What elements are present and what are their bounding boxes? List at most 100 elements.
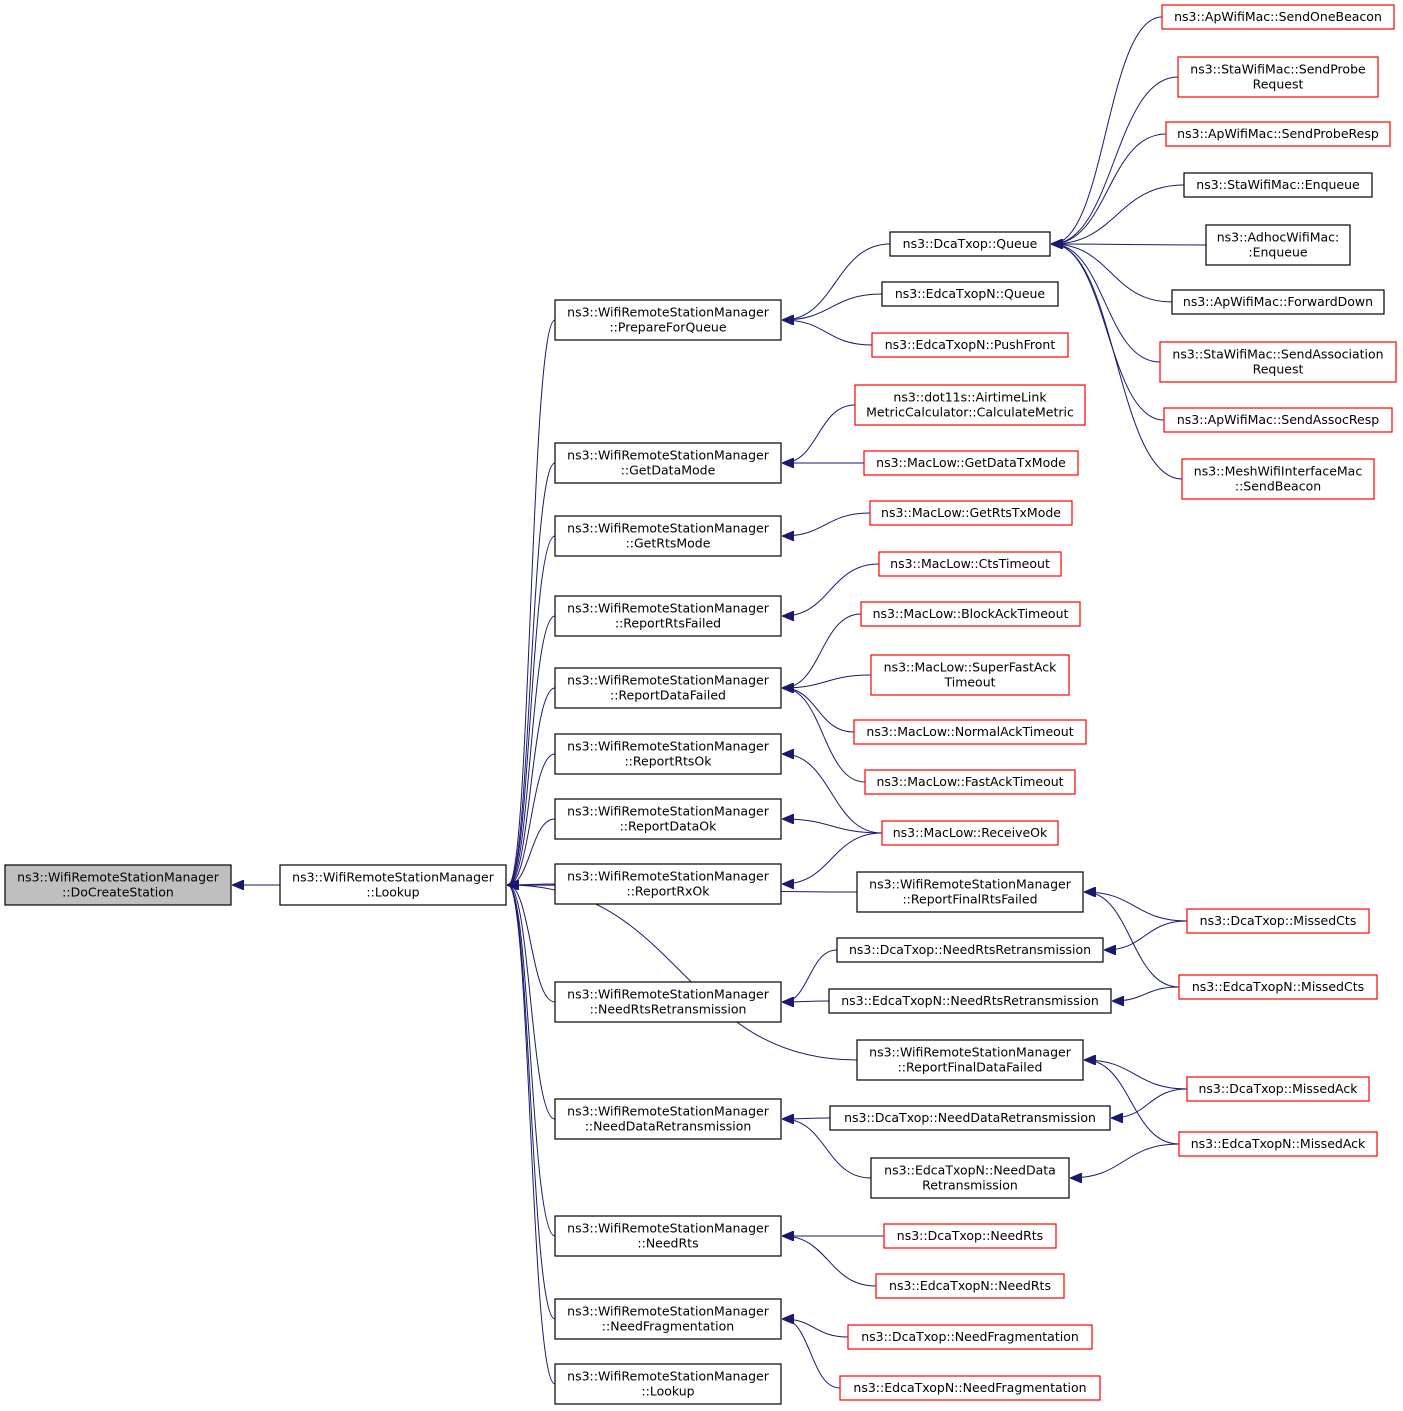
node-box xyxy=(554,299,782,341)
node-label-line: ns3::DcaTxop::MissedAck xyxy=(1199,1081,1359,1096)
node-apsendonebeacon[interactable]: ns3::ApWifiMac::SendOneBeacon xyxy=(1161,4,1395,30)
node-label-line: ns3::WifiRemoteStationManager xyxy=(567,1221,770,1236)
node-box xyxy=(1177,56,1379,98)
node-label-line: MetricCalculator::CalculateMetric xyxy=(866,405,1074,420)
node-blockack[interactable]: ns3::MacLow::BlockAckTimeout xyxy=(860,601,1081,627)
node-needrtsretx[interactable]: ns3::WifiRemoteStationManager::NeedRtsRe… xyxy=(554,981,782,1023)
node-normalack[interactable]: ns3::MacLow::NormalAckTimeout xyxy=(853,719,1087,745)
node-label-line: Request xyxy=(1253,362,1304,377)
node-getrts[interactable]: ns3::WifiRemoteStationManager::GetRtsMod… xyxy=(554,515,782,557)
node-label-line: ns3::MacLow::GetDataTxMode xyxy=(876,455,1066,470)
node-dcaneedrtsretx[interactable]: ns3::DcaTxop::NeedRtsRetransmission xyxy=(836,937,1104,963)
node-label-line: ns3::dot11s::AirtimeLink xyxy=(893,390,1047,405)
node-label-line: ns3::ApWifiMac::ForwardDown xyxy=(1183,294,1373,309)
edge-reprtsok-to-lookup_main xyxy=(508,753,556,885)
node-dcamissedack[interactable]: ns3::DcaTxop::MissedAck xyxy=(1186,1076,1370,1102)
edge-layer xyxy=(233,16,1207,1389)
node-lookup_main[interactable]: ns3::WifiRemoteStationManager::Lookup xyxy=(279,864,507,906)
node-edcaneedfrag[interactable]: ns3::EdcaTxopN::NeedFragmentation xyxy=(839,1375,1101,1401)
node-prepare[interactable]: ns3::WifiRemoteStationManager::PrepareFo… xyxy=(554,299,782,341)
node-lookup2[interactable]: ns3::WifiRemoteStationManager::Lookup xyxy=(554,1363,782,1405)
node-label-line: ns3::DcaTxop::Queue xyxy=(903,236,1038,251)
node-edcaqueue[interactable]: ns3::EdcaTxopN::Queue xyxy=(881,281,1059,307)
node-reprtsfail[interactable]: ns3::WifiRemoteStationManager::ReportRts… xyxy=(554,595,782,637)
node-getdatatx[interactable]: ns3::MacLow::GetDataTxMode xyxy=(863,450,1079,476)
node-box xyxy=(860,601,1081,627)
node-dcaneedfrag[interactable]: ns3::DcaTxop::NeedFragmentation xyxy=(847,1324,1093,1350)
node-box xyxy=(4,864,232,906)
node-label-line: ::ReportRtsFailed xyxy=(615,616,721,631)
node-label-line: ns3::WifiRemoteStationManager xyxy=(567,1304,770,1319)
node-apsendassocresp[interactable]: ns3::ApWifiMac::SendAssocResp xyxy=(1163,407,1393,433)
edge-edcamissedack-to-finaldata xyxy=(1085,1060,1180,1145)
node-label-line: ns3::WifiRemoteStationManager xyxy=(869,1045,1072,1060)
node-box xyxy=(554,1215,782,1257)
edge-getdata-to-lookup_main xyxy=(508,462,556,885)
node-dcamissedcts[interactable]: ns3::DcaTxop::MissedCts xyxy=(1186,908,1370,934)
edge-dcamissedcts-to-finalrts xyxy=(1085,892,1188,922)
node-label-line: ns3::EdcaTxopN::NeedData xyxy=(884,1163,1056,1178)
node-label-line: ns3::MacLow::SuperFastAck xyxy=(884,660,1057,675)
node-edcapush[interactable]: ns3::EdcaTxopN::PushFront xyxy=(871,332,1069,358)
node-edcamissedcts[interactable]: ns3::EdcaTxopN::MissedCts xyxy=(1178,974,1378,1000)
node-edcaneeddataretx[interactable]: ns3::EdcaTxopN::NeedDataRetransmission xyxy=(870,1157,1070,1199)
node-box xyxy=(1186,1076,1370,1102)
node-edcamissedack[interactable]: ns3::EdcaTxopN::MissedAck xyxy=(1178,1131,1378,1157)
node-box xyxy=(854,384,1086,426)
node-label-line: ns3::MeshWifiInterfaceMac xyxy=(1194,464,1363,479)
node-label-line: ::DoCreateStation xyxy=(62,885,174,900)
node-reprtsok[interactable]: ns3::WifiRemoteStationManager::ReportRts… xyxy=(554,733,782,775)
node-box xyxy=(871,332,1069,358)
node-box xyxy=(856,871,1084,913)
node-dcaqueue[interactable]: ns3::DcaTxop::Queue xyxy=(889,231,1051,257)
node-airtime[interactable]: ns3::dot11s::AirtimeLinkMetricCalculator… xyxy=(854,384,1086,426)
edge-staenqueue-to-dcaqueue xyxy=(1052,184,1185,244)
edge-repdatafail-to-lookup_main xyxy=(508,687,556,885)
node-box xyxy=(1181,458,1375,500)
node-label-line: ::ReportRxOk xyxy=(626,884,710,899)
node-needrts[interactable]: ns3::WifiRemoteStationManager::NeedRts xyxy=(554,1215,782,1257)
node-dcaneeddataretx[interactable]: ns3::DcaTxop::NeedDataRetransmission xyxy=(829,1105,1111,1131)
node-box xyxy=(863,450,1079,476)
node-label-line: ns3::StaWifiMac::Enqueue xyxy=(1196,177,1360,192)
node-adhocenqueue[interactable]: ns3::AdhocWifiMac::Enqueue xyxy=(1205,224,1351,266)
node-box xyxy=(878,551,1062,577)
edge-stasendassoc-to-dcaqueue xyxy=(1052,244,1161,363)
node-label-line: ns3::ApWifiMac::SendProbeResp xyxy=(1177,126,1379,141)
node-finaldata[interactable]: ns3::WifiRemoteStationManager::ReportFin… xyxy=(856,1039,1084,1081)
edge-dcamissedack-to-dcaneeddataretx xyxy=(1112,1088,1188,1118)
node-fastack[interactable]: ns3::MacLow::FastAckTimeout xyxy=(864,769,1076,795)
node-repdatafail[interactable]: ns3::WifiRemoteStationManager::ReportDat… xyxy=(554,667,782,709)
node-ctstimeout[interactable]: ns3::MacLow::CtsTimeout xyxy=(878,551,1062,577)
node-box xyxy=(1205,224,1351,266)
edge-stasendprobe-to-dcaqueue xyxy=(1052,76,1179,244)
node-getrtstx[interactable]: ns3::MacLow::GetRtsTxMode xyxy=(869,500,1073,526)
node-needdataretx[interactable]: ns3::WifiRemoteStationManager::NeedDataR… xyxy=(554,1098,782,1140)
node-meshsendbeacon[interactable]: ns3::MeshWifiInterfaceMac::SendBeacon xyxy=(1181,458,1375,500)
node-repdataok[interactable]: ns3::WifiRemoteStationManager::ReportDat… xyxy=(554,798,782,840)
node-apforwarddown[interactable]: ns3::ApWifiMac::ForwardDown xyxy=(1171,289,1385,315)
node-apsendproberesp[interactable]: ns3::ApWifiMac::SendProbeResp xyxy=(1165,121,1391,147)
node-staenqueue[interactable]: ns3::StaWifiMac::Enqueue xyxy=(1183,172,1373,198)
node-receiveok[interactable]: ns3::MacLow::ReceiveOk xyxy=(881,820,1059,846)
node-root[interactable]: ns3::WifiRemoteStationManager::DoCreateS… xyxy=(4,864,232,906)
node-box xyxy=(1178,974,1378,1000)
node-finalrts[interactable]: ns3::WifiRemoteStationManager::ReportFin… xyxy=(856,871,1084,913)
node-label-line: ns3::EdcaTxopN::Queue xyxy=(895,286,1046,301)
node-label-line: ns3::MacLow::ReceiveOk xyxy=(893,825,1048,840)
node-label-line: ::NeedDataRetransmission xyxy=(585,1119,752,1134)
node-dcaneedrts[interactable]: ns3::DcaTxop::NeedRts xyxy=(883,1223,1057,1249)
node-box xyxy=(881,281,1059,307)
edge-edcamissedcts-to-finalrts xyxy=(1085,892,1180,988)
node-label-line: ns3::MacLow::NormalAckTimeout xyxy=(866,724,1073,739)
node-needfrag[interactable]: ns3::WifiRemoteStationManager::NeedFragm… xyxy=(554,1298,782,1340)
node-edcaneedrtsretx[interactable]: ns3::EdcaTxopN::NeedRtsRetransmission xyxy=(828,988,1112,1014)
node-getdata[interactable]: ns3::WifiRemoteStationManager::GetDataMo… xyxy=(554,442,782,484)
node-reprxok[interactable]: ns3::WifiRemoteStationManager::ReportRxO… xyxy=(554,863,782,905)
node-edcaneedrts[interactable]: ns3::EdcaTxopN::NeedRts xyxy=(875,1273,1065,1299)
node-box xyxy=(870,654,1070,696)
node-label-line: :Enqueue xyxy=(1248,245,1308,260)
